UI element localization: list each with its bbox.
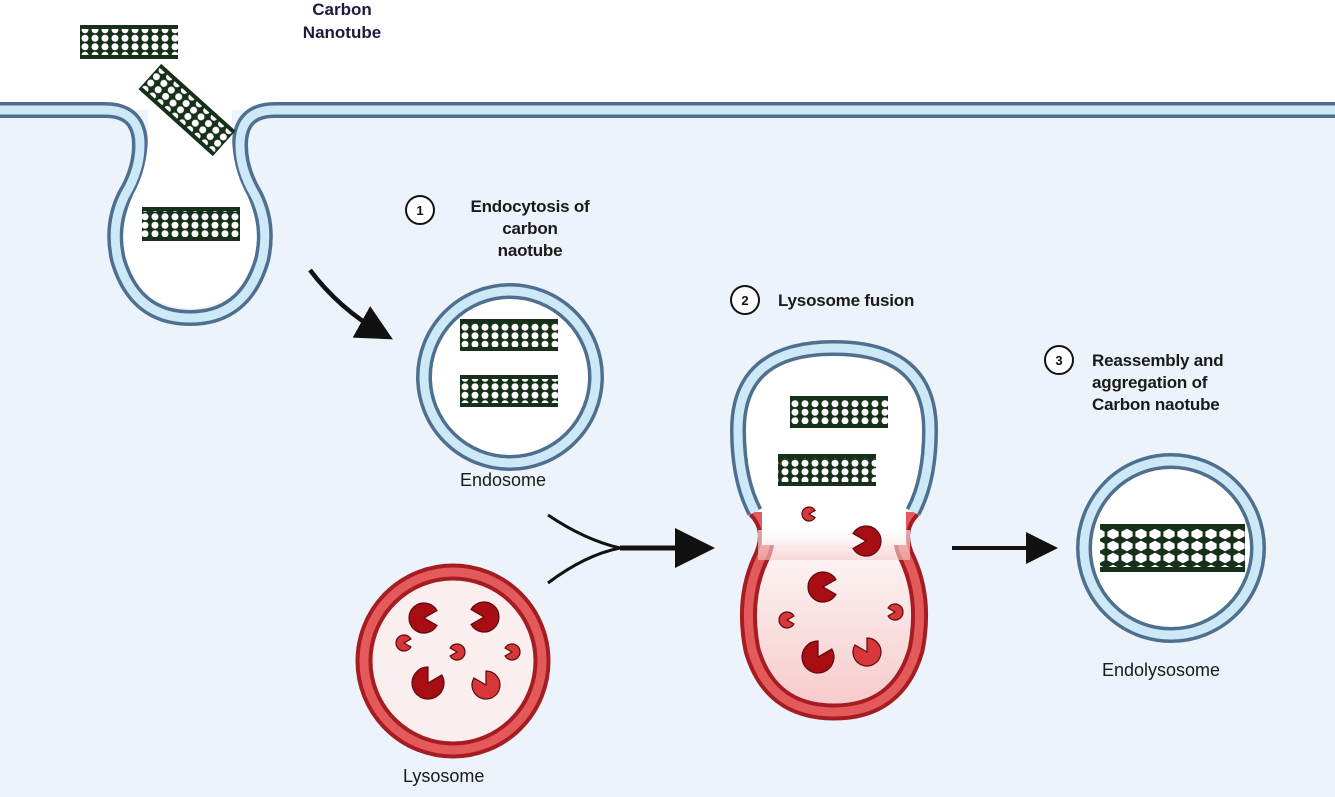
step-3-badge: 3 [1044,345,1074,375]
enzyme-icon [887,603,904,621]
lysosome-enzymes [395,601,521,700]
extracellular-space [0,0,1335,103]
enzyme-icon [852,637,882,667]
enzyme-icon [449,643,466,661]
step-2-badge: 2 [730,285,760,315]
nanotube-label-line-2: Nanotube [302,23,382,42]
enzyme-icon [408,602,438,634]
enzyme-icon [504,643,521,661]
endosome [416,283,604,471]
arrow-endocytosis [308,268,393,340]
step-2-title-line-1: Lysosome fusion [778,291,915,310]
enzyme-icon [411,666,445,700]
endosome-label: Endosome [460,470,547,490]
endolysosome-label: Endolysosome [1102,660,1221,680]
enzyme-icon [807,571,837,603]
enzyme-icon [470,601,500,633]
arrow-fusion [547,513,715,585]
step-1-badge: 1 [405,195,435,225]
step-1-title-line-1: Endocytosis of [470,197,590,216]
fusing-vesicle [729,339,939,721]
lysosome [355,563,551,759]
step-3-title: Reassembly and aggregation of Carbon nao… [1092,350,1224,416]
step-3-title-line-2: aggregation of [1092,373,1208,392]
carbon-nanotube-outside-2 [138,63,236,157]
step-3-number: 3 [1055,352,1063,368]
step-2-title: Lysosome fusion [778,290,914,312]
enzyme-icon [395,634,412,652]
step-1-title-line-3: naotube [497,241,563,260]
fusion-enzymes [778,506,904,674]
enzyme-icon [852,525,882,557]
enzyme-icon [471,670,501,700]
endolysosome [1076,453,1266,643]
nanotube-label-line-1: Carbon [312,0,372,19]
step-1-title-line-2: carbon [502,219,558,238]
step-1-number: 1 [416,202,424,218]
step-2-number: 2 [741,292,749,308]
step-3-title-line-3: Carbon naotube [1092,395,1220,414]
carbon-nanotube-outside-1 [80,25,178,59]
carbon-nanotube-in-pit [142,207,240,241]
step-1-title: Endocytosis of carbon naotube [450,196,610,262]
step-3-title-line-1: Reassembly and [1092,351,1224,370]
lysosome-label: Lysosome [403,766,485,786]
enzyme-icon [801,640,835,674]
enzyme-icon [778,611,795,629]
enzyme-icon [801,506,816,522]
nanotube-label: Carbon Nanotube [286,0,398,44]
